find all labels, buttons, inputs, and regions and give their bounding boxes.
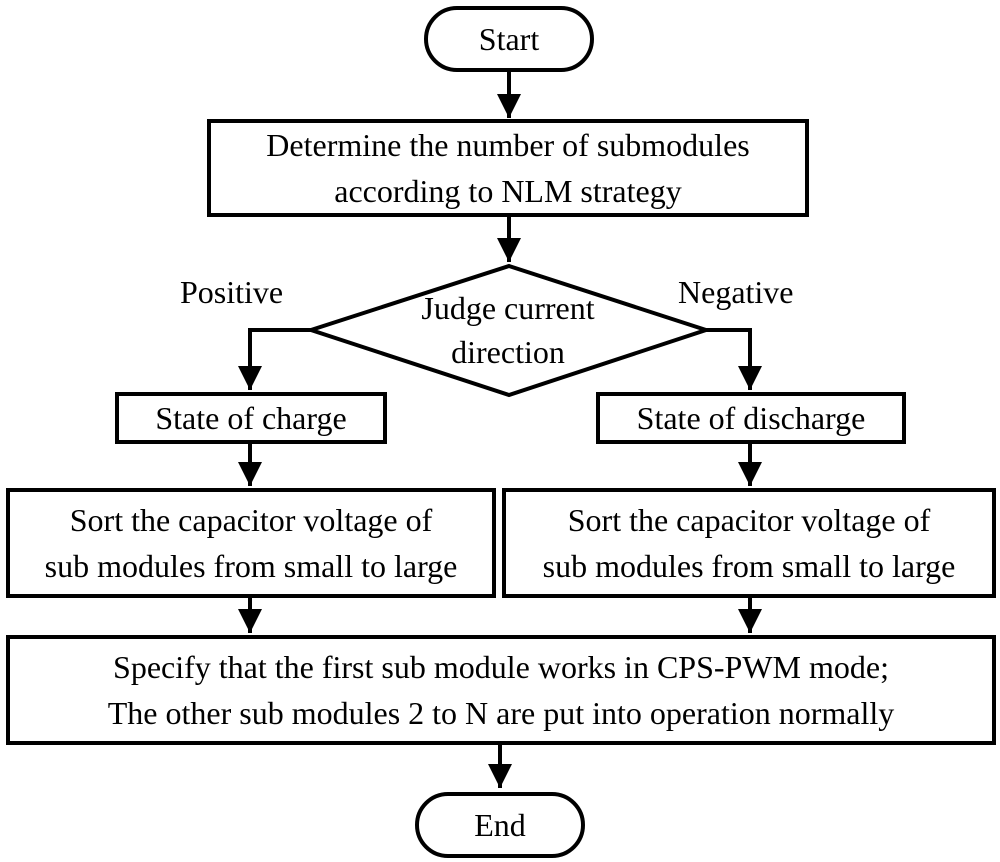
decision-line-1: Judge current (421, 290, 595, 326)
sort-right-line-2: sub modules from small to large (542, 548, 956, 584)
arrow-decision-to-charge (238, 328, 311, 390)
sort-right-box: Sort the capacitor voltage of sub module… (502, 488, 996, 598)
sort-left-line-1: Sort the capacitor voltage of (69, 502, 433, 538)
sort-left-line-2: sub modules from small to large (44, 548, 458, 584)
decision-line-2: direction (451, 334, 565, 370)
state-of-discharge-label: State of discharge (636, 400, 866, 436)
decision-diamond (304, 263, 713, 398)
determine-line-1: Determine the number of submodules (266, 127, 750, 163)
branch-label-positive: Positive (180, 274, 284, 310)
sort-right-line-1: Sort the capacitor voltage of (567, 502, 931, 538)
determine-line-2: according to NLM strategy (334, 173, 682, 209)
end-label: End (474, 807, 526, 843)
arrow-decision-to-discharge (706, 328, 762, 390)
start-label: Start (478, 21, 540, 57)
state-of-charge-box: State of charge (115, 392, 387, 444)
specify-operation-box: Specify that the first sub module works … (6, 635, 996, 745)
start-terminal: Start (424, 6, 594, 72)
branch-label-negative: Negative (678, 274, 794, 310)
decision-text: Judge current direction (390, 285, 626, 375)
state-of-discharge-box: State of discharge (596, 392, 906, 444)
sort-left-box: Sort the capacitor voltage of sub module… (6, 488, 496, 598)
specify-line-1: Specify that the first sub module works … (113, 649, 889, 685)
end-terminal: End (415, 792, 585, 858)
state-of-charge-label: State of charge (155, 400, 347, 436)
specify-line-2: The other sub modules 2 to N are put int… (107, 695, 895, 731)
determine-submodules-box: Determine the number of submodules accor… (207, 119, 809, 217)
